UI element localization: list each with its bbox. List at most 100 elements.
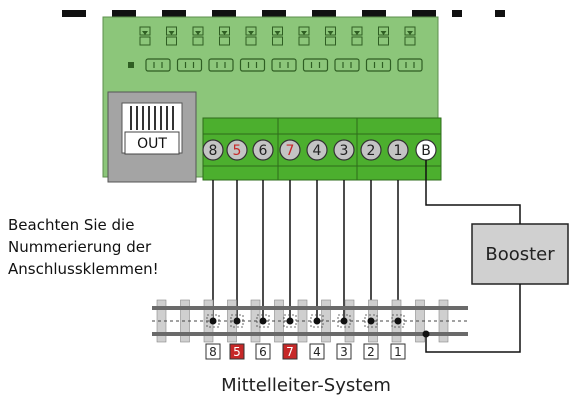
diode-component [219,26,230,46]
terminal-label: 6 [259,143,268,159]
track-rail [152,306,468,310]
terminal-label: 1 [394,143,403,159]
caption: Mittelleiter-System [221,375,391,396]
diode-component [166,26,177,46]
led-component [128,62,134,68]
diode-component [245,26,257,46]
diode-component [378,26,389,46]
booster-label: Booster [485,244,555,265]
terminal-6: 6 [252,139,274,161]
svg-text:6: 6 [259,345,267,359]
svg-text:2: 2 [367,345,375,359]
dashed-edge [62,10,505,17]
terminal-label: 7 [286,143,295,159]
wires [212,160,521,353]
track-label-7: 7 [282,343,298,360]
resistor-component [145,58,171,72]
out-connector: OUT [107,91,197,183]
contact-section [391,314,405,328]
contact-section [364,314,378,328]
contact-section [256,314,270,328]
terminal-screw [387,139,409,161]
resistor-component [271,58,297,72]
diode-component [351,26,363,46]
resistor-component [397,58,423,72]
note-line-3: Anschlussklemmen! [8,260,159,278]
resistor-component [176,58,203,72]
contact-section [230,314,244,328]
contact-dot [313,317,321,325]
svg-text:3: 3 [340,345,348,359]
diode-component [192,26,204,46]
note-line-2: Nummerierung der [8,238,152,256]
contact-section [310,314,324,328]
track-label-4: 4 [309,343,325,360]
diode-component [272,26,283,46]
contact-dot [209,317,217,325]
terminal-label: 8 [209,143,218,159]
terminal-screw [306,139,328,161]
note-line-1: Beachten Sie die [8,216,134,234]
terminal-3: 3 [333,139,355,161]
contact-dot [233,317,241,325]
contact-dot [367,317,375,325]
resistor-component [239,58,266,72]
terminal-label: 2 [367,143,376,159]
track-label-1: 1 [390,343,406,360]
booster-box: Booster [471,223,569,285]
terminal-screw [360,139,382,161]
track-label-5: 5 [229,343,245,360]
contact-dot [394,317,402,325]
terminal-B: B [415,139,437,161]
booster-feed-wire [425,160,521,224]
svg-text:4: 4 [313,345,321,359]
track-label-3: 3 [336,343,352,360]
contact-dot [259,317,267,325]
svg-text:5: 5 [233,345,241,359]
terminal-8: 8 [202,139,224,161]
track-label-2: 2 [363,343,379,360]
terminal-screw [202,139,224,161]
diode-component [298,26,310,46]
contact-dot [340,317,348,325]
contact-dot [286,317,294,325]
track-label-6: 6 [255,343,271,360]
track-label-8: 8 [205,343,221,360]
terminal-screw [333,139,355,161]
terminal-label: 5 [233,143,242,159]
terminal-label: 3 [340,143,349,159]
diode-component [325,26,336,46]
contact-section [206,314,220,328]
terminal-1: 1 [387,139,409,161]
svg-text:7: 7 [286,345,294,359]
terminal-label: B [421,143,431,159]
terminal-screw [226,139,248,161]
resistor-component [334,58,360,72]
resistor-component [302,58,329,72]
svg-text:8: 8 [209,345,217,359]
resistor-component [208,58,234,72]
rail-contact-dot [422,330,430,338]
track-rail [152,332,468,336]
resistor-component [365,58,392,72]
terminal-4: 4 [306,139,328,161]
track-labels: 8 5 6 7 4 3 2 1 [205,343,406,360]
terminal-2: 2 [360,139,382,161]
diode-component [139,26,151,46]
terminal-5: 5 [226,139,248,161]
contact-section [337,314,351,328]
terminal-7: 7 [279,139,301,161]
track [152,299,468,343]
terminal-screw [252,139,274,161]
contact-section [283,314,297,328]
out-label: OUT [137,136,167,152]
diode-component [404,26,416,46]
terminal-label: 4 [313,143,322,159]
terminal-screw [279,139,301,161]
board-components [128,26,423,72]
note-text: Beachten Sie die Nummerierung der Anschl… [8,216,159,278]
svg-text:1: 1 [394,345,402,359]
booster-rail-wire [425,284,521,353]
